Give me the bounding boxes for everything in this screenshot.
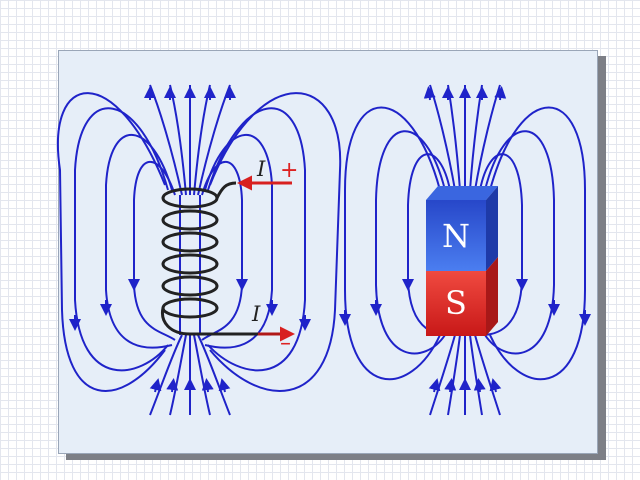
field-loop-left-3 <box>74 107 169 372</box>
field-loop-right-2 <box>204 134 273 349</box>
field-fan-bottom <box>469 334 483 416</box>
solenoid-field-lines <box>57 84 342 416</box>
field-fan-top <box>469 84 483 191</box>
field-fan-bottom <box>193 334 211 416</box>
north-pole-label: N <box>442 217 470 255</box>
field-loop-right-3 <box>207 107 306 372</box>
field-loop-right-1 <box>479 153 523 336</box>
field-loop-right-3 <box>489 106 586 381</box>
field-loop-right-2 <box>484 130 555 355</box>
field-loop-right-1 <box>201 160 243 341</box>
south-pole-label: S <box>445 284 467 322</box>
field-loop-left-2 <box>375 130 446 355</box>
current-top-label: I <box>256 157 266 181</box>
field-loop-left-3 <box>344 106 441 381</box>
field-fan-bottom <box>197 334 231 416</box>
diagram-panel <box>58 50 598 454</box>
solenoid-field-arrows <box>69 86 311 393</box>
field-loop-left-1 <box>133 160 176 341</box>
field-fan-bottom <box>429 334 456 416</box>
solenoid-coil <box>160 181 260 336</box>
field-fan-bottom <box>474 334 501 416</box>
field-fan-top <box>149 84 183 196</box>
magnet-side-north <box>486 186 498 271</box>
bar-magnet: N S <box>426 186 498 336</box>
magnet-field-arrows <box>339 86 591 393</box>
plus-sign: + <box>280 158 298 183</box>
field-loop-right-4 <box>209 92 342 392</box>
current-bottom-label: I <box>251 302 261 326</box>
minus-sign: – <box>280 331 291 356</box>
field-fan-bottom <box>447 334 461 416</box>
magnet-top-face <box>426 186 498 200</box>
field-fan-top <box>447 84 461 191</box>
field-fan-bottom <box>149 334 183 416</box>
field-fan-top <box>197 84 231 196</box>
north-pole-face <box>426 200 486 271</box>
field-fan-bottom <box>169 334 187 416</box>
field-loop-left-4 <box>57 92 166 392</box>
south-pole-face <box>426 271 486 336</box>
magnet-side-south <box>486 257 498 336</box>
field-loop-left-2 <box>105 134 173 349</box>
